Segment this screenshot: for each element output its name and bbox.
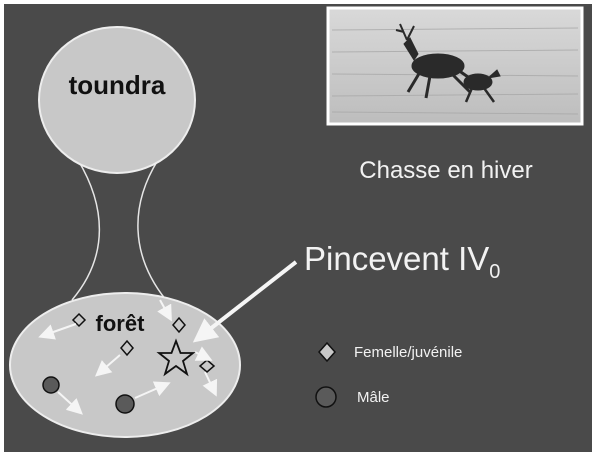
site-label: Pincevent IV0 bbox=[304, 240, 500, 283]
legend-male-label: Mâle bbox=[357, 389, 390, 406]
tundra-label: toundra bbox=[69, 70, 166, 100]
tundra-region bbox=[39, 27, 195, 173]
legend-male-circle-icon bbox=[316, 387, 336, 407]
male-marker bbox=[116, 395, 134, 413]
forest-label: forêt bbox=[96, 311, 146, 336]
legend-female-label: Femelle/juvénile bbox=[354, 344, 462, 361]
caption-text: Chasse en hiver bbox=[359, 157, 532, 184]
site-name: Pincevent IV bbox=[304, 240, 489, 277]
site-subscript: 0 bbox=[489, 261, 500, 283]
reindeer-photo bbox=[328, 8, 582, 124]
male-marker bbox=[43, 377, 59, 393]
